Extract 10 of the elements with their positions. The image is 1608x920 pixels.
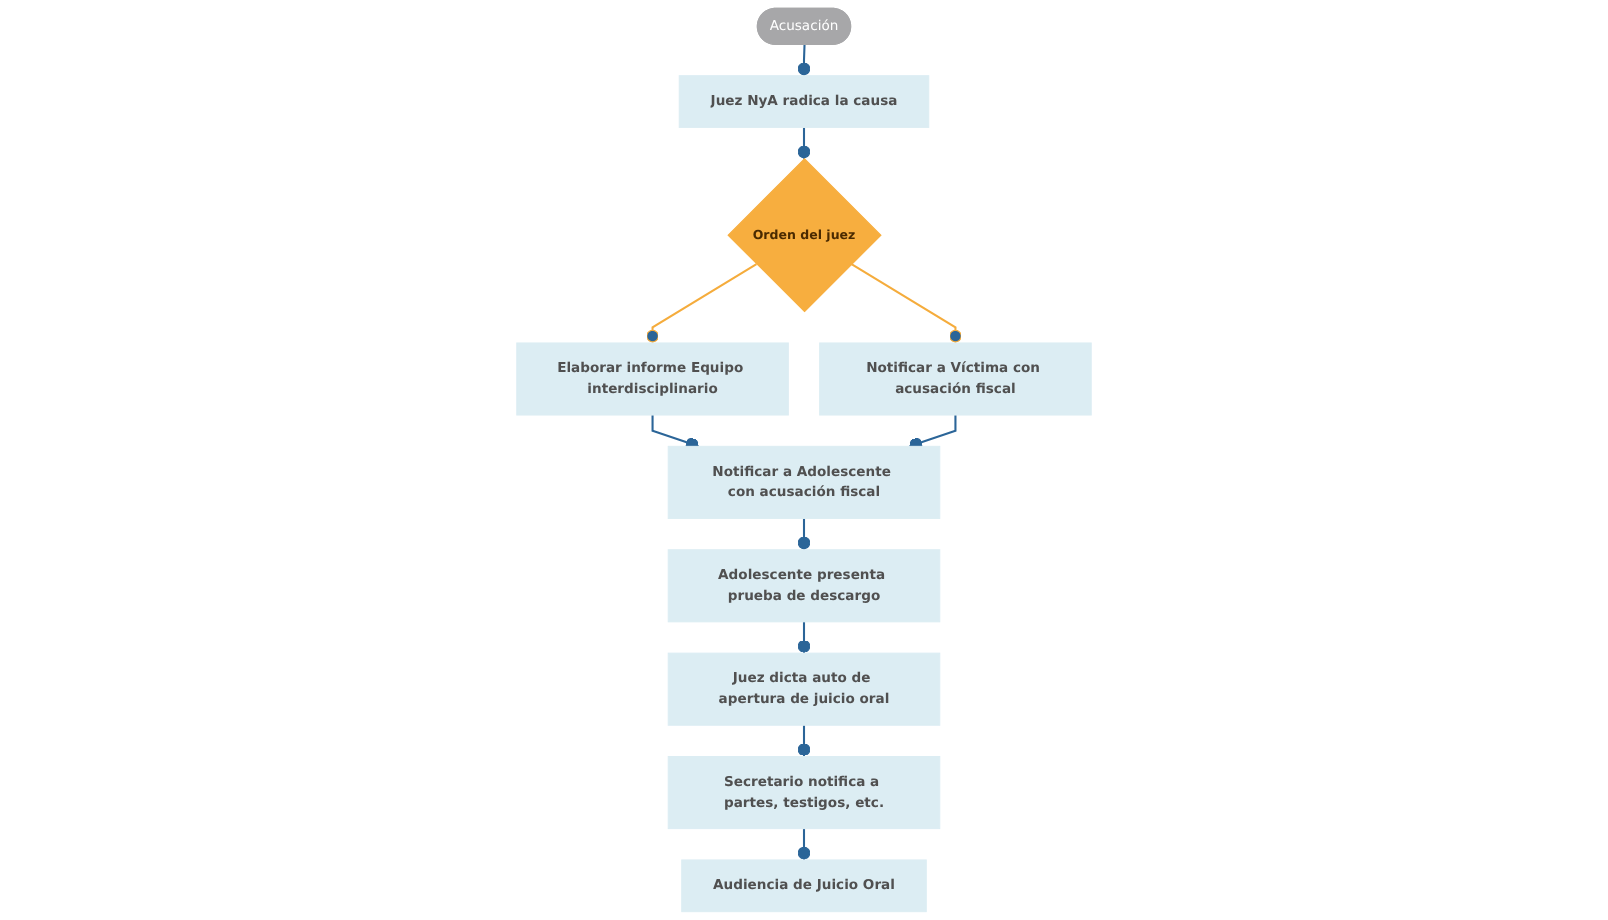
- connector: [797, 127, 811, 159]
- connector: [646, 263, 757, 343]
- connector: [797, 621, 811, 654]
- connector: [797, 518, 811, 550]
- connector: [851, 263, 962, 343]
- connector: [797, 44, 811, 76]
- connector: [797, 725, 811, 757]
- connector: [909, 415, 957, 451]
- connector: [651, 415, 699, 451]
- connector: [797, 828, 811, 860]
